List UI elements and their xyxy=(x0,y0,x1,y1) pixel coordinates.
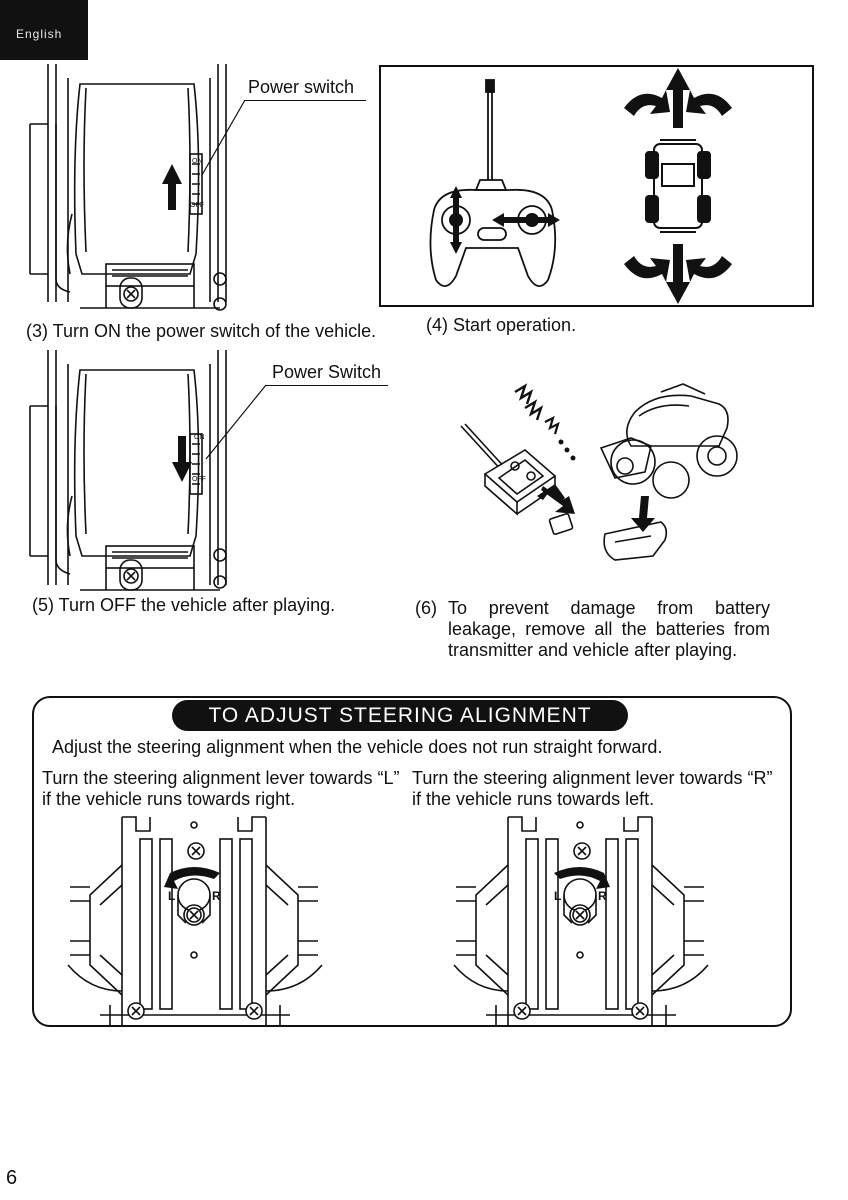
up-arrow-icon xyxy=(162,164,182,210)
callout-leader-line xyxy=(205,384,267,460)
language-tab: English xyxy=(0,0,88,60)
step-6-number: (6) xyxy=(415,598,437,618)
down-arrow-icon xyxy=(172,436,192,482)
steering-alignment-panel xyxy=(32,696,792,1027)
step-4-caption: (4) Start operation. xyxy=(426,315,577,335)
chassis-illustration-off xyxy=(29,350,227,591)
lever-r-label: R xyxy=(598,889,607,903)
step-6-caption: To prevent damage from battery leakage, … xyxy=(448,598,770,660)
chassis-lever-right xyxy=(453,816,709,1027)
steering-left-instruction: Turn the steering alignment lever toward… xyxy=(42,768,400,809)
chassis-lever-left xyxy=(67,816,323,1027)
lever-l-label: L xyxy=(554,889,562,903)
callout-leader-line xyxy=(201,99,246,176)
step-3-caption: (3) Turn ON the power switch of the vehi… xyxy=(26,321,377,341)
operation-frame xyxy=(379,65,814,307)
lever-arrow-icon xyxy=(164,867,220,889)
steering-heading: TO ADJUST STEERING ALIGNMENT xyxy=(172,700,628,731)
steering-right-instruction: Turn the steering alignment lever toward… xyxy=(412,768,773,809)
power-switch-callout: Power switch xyxy=(248,77,355,97)
switch-on-label: ON xyxy=(192,158,203,165)
page-number: 6 xyxy=(6,1167,18,1189)
battery-removal-illustration xyxy=(460,383,738,561)
switch-off-label: OFF xyxy=(190,202,204,209)
lever-l-label: L xyxy=(168,889,176,903)
switch-off-label: OFF xyxy=(192,476,206,483)
step-5-caption: (5) Turn OFF the vehicle after playing. xyxy=(32,595,336,615)
lever-r-label: R xyxy=(212,889,221,903)
power-switch-callout: Power Switch xyxy=(272,362,382,382)
truck-direction-icon xyxy=(624,68,732,304)
transmitter-icon xyxy=(429,79,560,287)
chassis-illustration-on xyxy=(29,64,227,311)
lever-arrow-icon xyxy=(554,867,610,889)
switch-on-label: ON xyxy=(194,434,205,441)
steering-intro: Adjust the steering alignment when the v… xyxy=(52,737,663,757)
